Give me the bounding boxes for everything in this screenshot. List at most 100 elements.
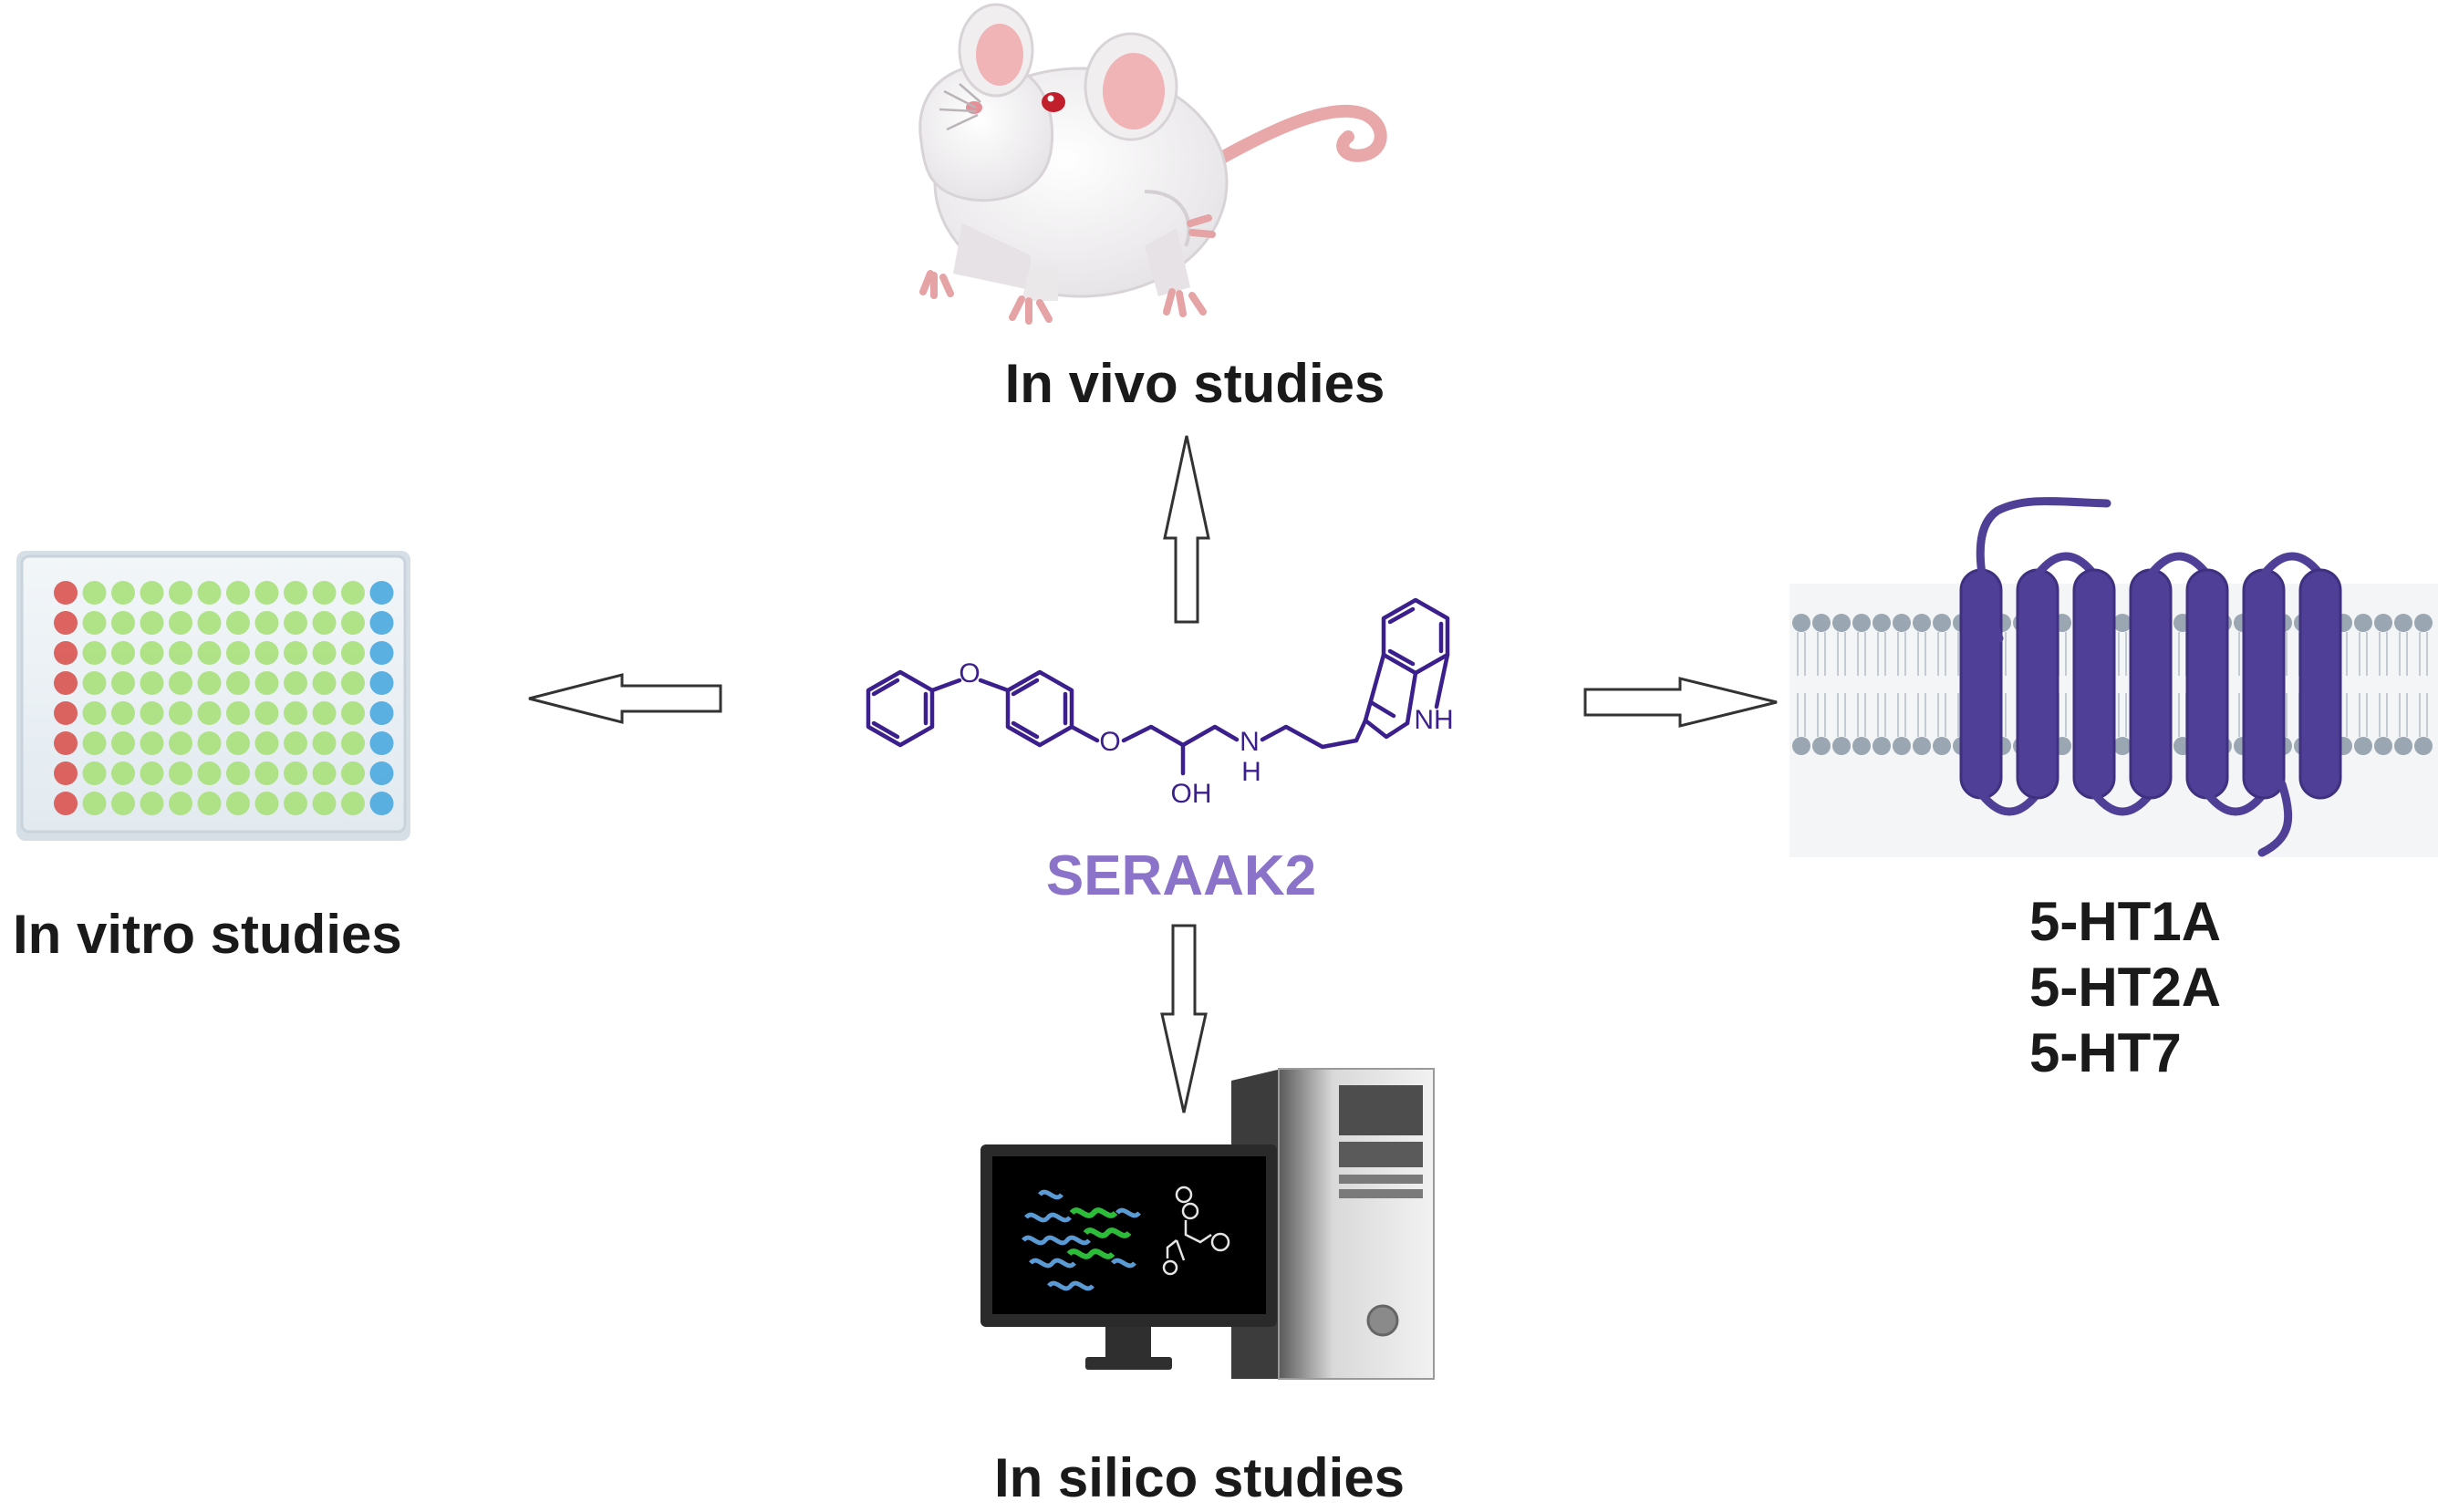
lipid-head: [1812, 614, 1831, 632]
plate-well: [111, 792, 135, 815]
gpcr-helix: [2185, 568, 2229, 800]
gpcr-membrane-illustration: [1790, 497, 2438, 857]
plate-well: [111, 611, 135, 635]
plate-well: [82, 792, 107, 815]
arrow-up: [1163, 435, 1210, 624]
lipid-head: [2113, 614, 2132, 632]
computer-illustration: [980, 1068, 1435, 1380]
lipid-head: [2394, 737, 2412, 755]
plate-well: [111, 761, 135, 785]
plate-well: [284, 641, 307, 665]
gpcr-helix: [2072, 568, 2116, 800]
plate-well: [341, 671, 365, 695]
plate-well: [140, 641, 164, 665]
lipid-head: [2374, 737, 2392, 755]
seraak2-structure: [866, 597, 1450, 776]
plate-well: [169, 761, 192, 785]
plate-well: [284, 581, 307, 605]
plate-well: [369, 671, 394, 695]
plate-well: [312, 611, 337, 635]
plate-well: [111, 671, 135, 695]
plate-well: [284, 761, 307, 785]
plate-well: [341, 701, 365, 725]
lipid-head: [2374, 614, 2392, 632]
lipid-head: [1832, 737, 1851, 755]
plate-well: [197, 671, 222, 695]
plate-well: [169, 792, 192, 815]
plate-well: [54, 671, 78, 695]
plate-well: [140, 701, 164, 725]
plate-well: [226, 611, 250, 635]
plate-well: [226, 792, 250, 815]
plate-well: [197, 701, 222, 725]
lipid-head: [1913, 614, 1931, 632]
atom-nh-h: H: [1241, 757, 1261, 787]
plate-well: [341, 611, 365, 635]
lipid-head: [2113, 737, 2132, 755]
plate-well: [254, 671, 279, 695]
plate-well: [254, 792, 279, 815]
plate-well: [254, 581, 279, 605]
lipid-head: [1852, 737, 1871, 755]
lipid-head: [1792, 614, 1810, 632]
label-in-vivo-studies: In vivo studies: [1004, 353, 1385, 414]
plate-well: [197, 641, 222, 665]
plate-well: [341, 792, 365, 815]
plate-well: [312, 792, 337, 815]
plate-well: [82, 701, 107, 725]
plate-well: [369, 611, 394, 635]
plate-well: [284, 611, 307, 635]
plate-well: [369, 731, 394, 755]
gpcr-loop: [2033, 552, 2099, 579]
atom-o-aryl: O: [1099, 727, 1120, 757]
plate-well: [140, 671, 164, 695]
gpcr-loop: [2146, 552, 2212, 579]
lipid-head: [1852, 614, 1871, 632]
gpcr-loop: [2090, 789, 2155, 816]
plate-well: [254, 641, 279, 665]
plate-well: [341, 581, 365, 605]
plate-well: [312, 701, 337, 725]
lipid-head: [1933, 737, 1951, 755]
plate-well: [169, 581, 192, 605]
lipid-head: [1792, 737, 1810, 755]
plate-well: [312, 641, 337, 665]
lipid-head: [2394, 614, 2412, 632]
lipid-head: [1873, 737, 1891, 755]
label-in-vitro-studies: In vitro studies: [13, 904, 402, 965]
gpcr-helix: [2242, 568, 2286, 800]
arrow-down: [1160, 924, 1208, 1113]
receptor-item: 5-HT7: [2029, 1022, 2182, 1083]
plate-well: [312, 761, 337, 785]
plate-well: [369, 581, 394, 605]
plate-well: [54, 761, 78, 785]
plate-well: [369, 792, 394, 815]
plate-well: [111, 701, 135, 725]
lipid-head: [2354, 737, 2372, 755]
label-in-silico-studies: In silico studies: [993, 1447, 1406, 1508]
gpcr-helix: [2129, 568, 2173, 800]
plate-well: [140, 611, 164, 635]
plate-well: [197, 731, 222, 755]
plate-well: [369, 761, 394, 785]
lipid-head: [1893, 614, 1911, 632]
plate-well: [226, 641, 250, 665]
plate-well: [54, 792, 78, 815]
plate-well: [226, 761, 250, 785]
plate-well: [82, 581, 107, 605]
plate-well: [312, 731, 337, 755]
lipid-head: [2414, 737, 2433, 755]
plate-well: [169, 641, 192, 665]
atom-indole-nh: NH: [1414, 705, 1453, 735]
lipid-head: [1873, 614, 1891, 632]
plate-well: [254, 731, 279, 755]
plate-well: [254, 701, 279, 725]
arrow-left: [528, 673, 722, 724]
gpcr-helix: [2016, 568, 2059, 800]
compound-name: SERAAK2: [1045, 844, 1317, 907]
plate-well: [169, 671, 192, 695]
receptor-list: 5-HT1A 5-HT2A 5-HT7: [2029, 889, 2221, 1086]
plate-well: [341, 641, 365, 665]
